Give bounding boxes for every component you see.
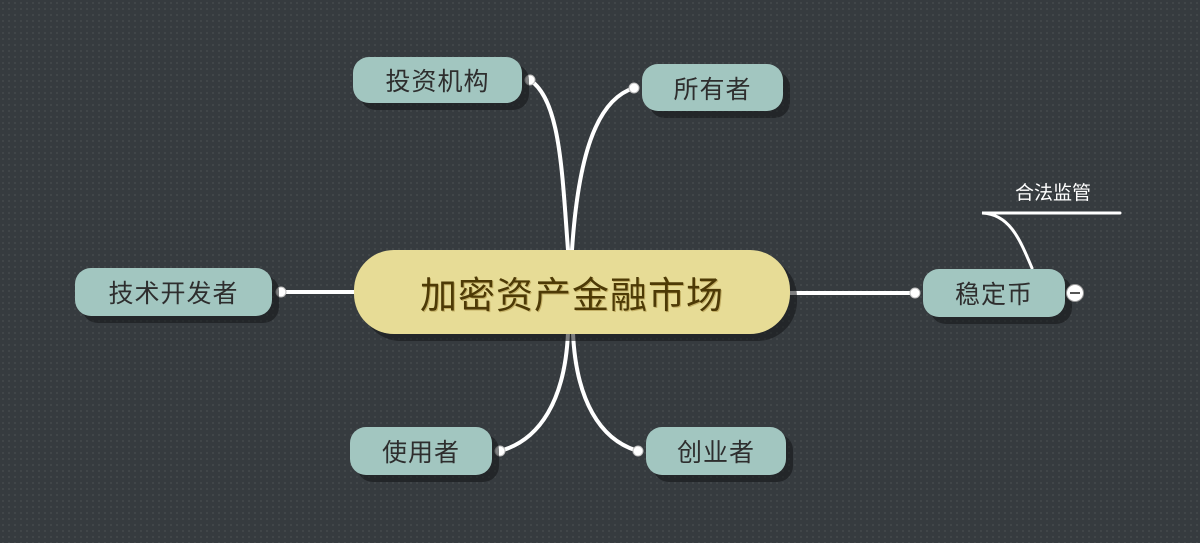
connector-dot — [632, 445, 644, 457]
connector-dot — [909, 287, 921, 299]
topic-label: 创业者 — [676, 438, 755, 467]
connector-regulation — [981, 211, 1122, 270]
topic-label: 投资机构 — [385, 67, 490, 96]
topic-label: 稳定币 — [954, 280, 1033, 309]
topic-label: 使用者 — [381, 438, 460, 467]
topic-entrepreneurs[interactable]: 创业者 — [646, 427, 786, 475]
topic-users[interactable]: 使用者 — [350, 427, 492, 475]
minus-circle-icon[interactable] — [1066, 284, 1084, 302]
connector-dot — [628, 82, 640, 94]
connector-dot — [494, 445, 506, 457]
topic-investors[interactable]: 投资机构 — [353, 57, 522, 103]
connector-users — [498, 331, 570, 453]
connector-investors — [528, 78, 570, 252]
topic-label: 技术开发者 — [108, 279, 239, 308]
connector-dot — [524, 74, 536, 86]
connector-dot — [275, 286, 287, 298]
topic-stablecoin[interactable]: 稳定币 — [923, 269, 1065, 317]
connector-owners — [570, 86, 636, 252]
subtopic-regulation[interactable]: 合法监管 — [1015, 178, 1091, 205]
central-topic-label: 加密资产金融市场 — [420, 274, 724, 317]
topic-developers[interactable]: 技术开发者 — [75, 268, 272, 316]
connector-entrepreneurs — [571, 331, 640, 453]
subtopic-label: 合法监管 — [1015, 182, 1092, 204]
topic-label: 所有者 — [673, 74, 752, 104]
central-topic[interactable]: 加密资产金融市场 — [354, 250, 790, 334]
topic-owners[interactable]: 所有者 — [642, 64, 783, 111]
